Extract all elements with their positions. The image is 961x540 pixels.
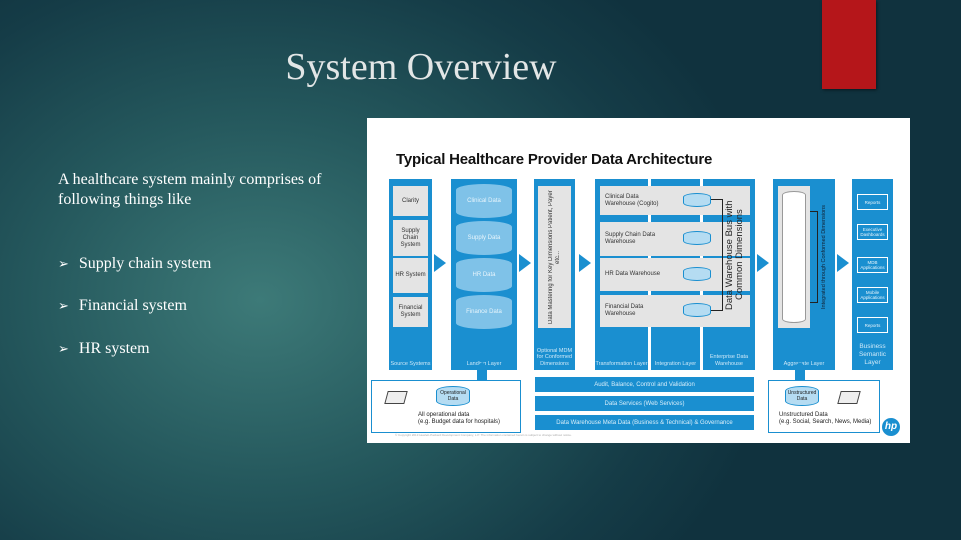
data-cylinder: Supply Data [456, 221, 512, 255]
data-cylinder: Clinical Data [456, 184, 512, 218]
architecture-diagram: Typical Healthcare Provider Data Archite… [367, 118, 910, 443]
slide-title: System Overview [285, 46, 557, 88]
unstructured-example: (e.g. Social, Search, News, Media) [779, 419, 872, 425]
column-label: Transformation Layer [595, 360, 648, 367]
flow-arrow-icon [434, 254, 446, 272]
flow-arrow-icon [757, 254, 769, 272]
red-accent-block [822, 0, 876, 89]
data-cylinder: HR Data [456, 258, 512, 292]
laptop-icon [837, 391, 861, 404]
warehouse-db-icon [683, 193, 711, 207]
unstructured-data-box: Unstructured Data Unstructured Data (e.g… [768, 380, 880, 433]
report-card: Executive Dashboards [857, 224, 888, 240]
warehouse-label: HR Data Warehouse [605, 271, 661, 277]
data-cylinder: Finance Data [456, 295, 512, 329]
landing-layer-column: Clinical Data Supply Data HR Data Financ… [451, 179, 517, 370]
bullet-item: ➢ Supply chain system [58, 255, 211, 273]
report-card: Reports [857, 317, 888, 333]
bullet-item: ➢ Financial system [58, 297, 187, 315]
intro-text: A healthcare system mainly comprises of … [58, 171, 322, 208]
flow-arrow-icon [837, 254, 849, 272]
source-item: Supply Chain System [393, 220, 428, 256]
warehouse-db-icon [683, 267, 711, 281]
warehouse-row: Clinical Data Warehouse (Cogito) [600, 186, 750, 215]
source-item: Financial System [393, 297, 428, 327]
column-label: Optional MDM for Conformed Dimensions [536, 347, 573, 367]
up-arrow-icon [472, 362, 492, 380]
copyright-text: © Copyright 2013 Hewlett-Packard Develop… [395, 433, 572, 437]
bullet-item: ➢ HR system [58, 340, 150, 358]
data-services-bar: Data Services (Web Services) [535, 396, 754, 411]
bus-connector [711, 199, 723, 311]
mdm-box: Data Mastering for Key Dimensions Patien… [538, 186, 571, 328]
diagram-title: Typical Healthcare Provider Data Archite… [396, 151, 713, 168]
flow-arrow-icon [519, 254, 531, 272]
warehouse-label: Financial Data Warehouse [605, 304, 644, 317]
warehouse-row: Financial Data Warehouse [600, 295, 750, 327]
audit-bar: Audit, Balance, Control and Validation [535, 377, 754, 392]
source-item: Clarity [393, 186, 428, 216]
laptop-icon [384, 391, 408, 404]
warehouse-db-icon [683, 303, 711, 317]
bullet-text: HR system [78, 340, 150, 357]
warehouse-label: Clinical Data Warehouse (Cogito) [605, 193, 659, 207]
metadata-bar: Data Warehouse Meta Data (Business & Tec… [535, 415, 754, 430]
column-label: Integration Layer [654, 360, 697, 367]
semantic-layer-column: Reports Executive Dashboards MDB Applica… [852, 179, 893, 370]
operational-data-box: Operational Data All operational data (e… [371, 380, 521, 433]
aggregate-cylinder [782, 191, 806, 323]
warehouse-row: HR Data Warehouse [600, 258, 750, 291]
report-card: MDB Applications [857, 257, 888, 273]
mdm-column: Data Mastering for Key Dimensions Patien… [534, 179, 575, 370]
report-card: Mobile Applications [857, 287, 888, 303]
bullet-text: Supply chain system [78, 255, 212, 272]
operational-text: All operational data [418, 412, 470, 418]
arrow-bullet-icon: ➢ [58, 256, 69, 272]
warehouse-row: Supply Chain Data Warehouse [600, 222, 750, 256]
mdm-text: Data Mastering for Key Dimensions Patien… [547, 190, 561, 324]
unstructured-cylinder: Unstructured Data [785, 386, 819, 406]
arrow-bullet-icon: ➢ [58, 341, 69, 357]
operational-example: (e.g. Budget data for hospitals) [418, 419, 501, 425]
warehouse-label: Supply Chain Data Warehouse [605, 232, 656, 245]
aggregate-text: Integrated through Conformed Dimensions [821, 205, 827, 309]
aggregate-box [778, 186, 810, 328]
column-label: Source Systems [390, 360, 431, 367]
aggregate-layer-column: Integrated through Conformed Dimensions … [773, 179, 835, 370]
aggregate-connector [810, 211, 818, 303]
warehouse-db-icon [683, 231, 711, 245]
hp-logo: hp [882, 418, 900, 436]
arrow-bullet-icon: ➢ [58, 298, 69, 314]
bus-label: Data Warehouse Bus with Common Dimension… [724, 200, 745, 310]
up-arrow-icon [790, 362, 810, 380]
column-label: Business Semantic Layer [858, 343, 887, 366]
unstructured-text: Unstructured Data [779, 412, 828, 418]
report-card: Reports [857, 194, 888, 210]
column-label: Enterprise Data Warehouse [709, 354, 749, 367]
flow-arrow-icon [579, 254, 591, 272]
source-systems-column: Clarity Supply Chain System HR System Fi… [389, 179, 432, 370]
operational-cylinder: Operational Data [436, 386, 470, 406]
source-item: HR System [393, 258, 428, 293]
bullet-text: Financial system [78, 297, 187, 314]
